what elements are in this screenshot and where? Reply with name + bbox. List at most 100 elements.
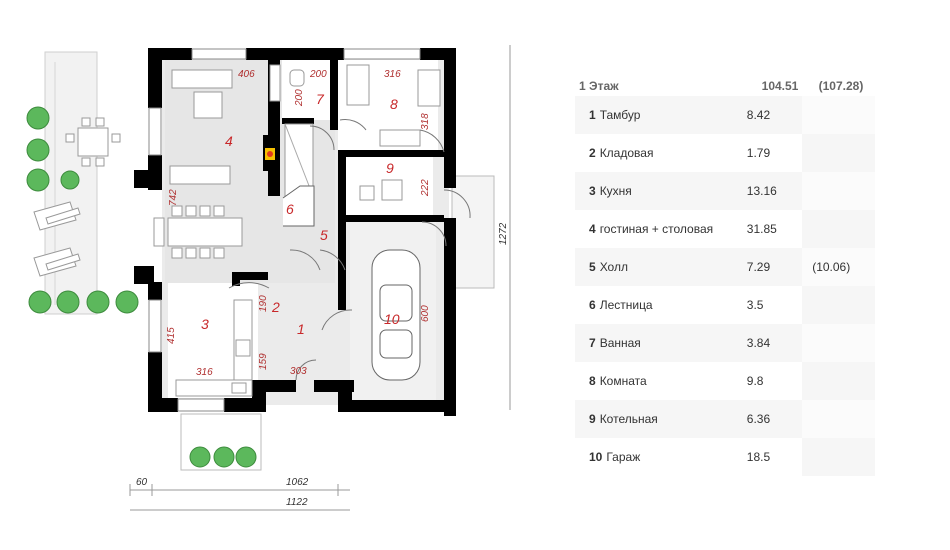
kitchen-units: [175, 299, 253, 397]
dim-406: 406: [238, 69, 255, 80]
room-num: 9: [589, 412, 596, 426]
room-area: 18.5: [736, 438, 803, 476]
bath-floor: [282, 60, 336, 120]
living-furniture: [153, 69, 243, 259]
room-num: 6: [589, 298, 596, 312]
room-number-9: 9: [386, 160, 394, 176]
shrubs: [26, 106, 257, 468]
floor-area: 104.51: [761, 79, 799, 93]
room-area: 9.8: [736, 362, 803, 400]
room-area: 13.16: [736, 172, 803, 210]
side-porch: [451, 175, 495, 289]
room-num: 2: [589, 146, 596, 160]
room-number-2: 2: [271, 299, 280, 315]
room-name: Гараж: [606, 450, 641, 464]
dim-316-kitchen: 316: [196, 367, 213, 378]
room-area-extra: [802, 96, 876, 134]
dimension-labels: 406 200 316 200 318 742 222 1272 190 415…: [136, 69, 509, 508]
doors: [228, 119, 471, 381]
sun-loungers: [33, 201, 81, 277]
front-patio: [180, 413, 262, 471]
room-number-6: 6: [286, 201, 294, 217]
room-area-extra: [802, 438, 876, 476]
dim-316-room: 316: [384, 69, 401, 80]
dim-318: 318: [420, 113, 431, 130]
room-area: 31.85: [736, 210, 803, 248]
flame-icon: [267, 151, 273, 157]
bathroom-shelf: [269, 64, 281, 102]
dim-1062: 1062: [286, 477, 309, 488]
room-area-extra: [802, 134, 876, 172]
water-heater: [359, 185, 375, 201]
room-area: 6.36: [736, 400, 803, 438]
room-name: Холл: [599, 260, 628, 274]
room-cabinet: [417, 69, 441, 107]
room-num: 4: [589, 222, 596, 236]
stair-flight: [282, 185, 315, 227]
room-number-8: 8: [390, 96, 398, 112]
room-area-extra: [802, 324, 876, 362]
room-area-extra: (10.06): [802, 248, 876, 286]
room-number-3: 3: [201, 316, 209, 332]
room-number-5: 5: [320, 227, 328, 243]
floor-plan: 406 200 316 200 318 742 222 1272 190 415…: [26, 45, 511, 511]
room-numbers: 4 7 8 9 6 5 2 3 1 10: [201, 91, 400, 337]
room-name: Кухня: [599, 184, 632, 198]
floor-number: 1: [579, 79, 586, 93]
room-name: Кладовая: [599, 146, 654, 160]
stair-diagonal: [284, 123, 314, 197]
dimension-lines: [129, 45, 511, 511]
room-area-extra: [802, 400, 876, 438]
room-area: 3.5: [736, 286, 803, 324]
dim-200-bath: 200: [309, 69, 327, 80]
windows: [148, 48, 421, 412]
room-area-extra: [802, 362, 876, 400]
dim-303: 303: [290, 366, 307, 377]
room-number-4: 4: [225, 133, 233, 149]
room-num: 10: [589, 450, 603, 464]
room-desk: [379, 129, 421, 147]
room-area-extra: [802, 286, 876, 324]
room-area-extra: [802, 210, 876, 248]
room-area: 8.42: [736, 96, 803, 134]
dim-742: 742: [168, 189, 179, 206]
room-sofa: [346, 64, 370, 106]
room-name: Комната: [599, 374, 647, 388]
room-num: 7: [589, 336, 596, 350]
dim-1122: 1122: [286, 497, 308, 508]
dim-190: 190: [258, 295, 269, 312]
room-area: 7.29: [736, 248, 803, 286]
room-name: Тамбур: [599, 108, 641, 122]
garden-table: [65, 117, 121, 167]
dim-222: 222: [420, 179, 431, 197]
room-number-7: 7: [316, 91, 325, 107]
car: [371, 249, 421, 381]
room-area: 3.84: [736, 324, 803, 362]
room-area: 1.79: [736, 134, 803, 172]
room-name: Лестница: [599, 298, 653, 312]
room-name: гостиная + столовая: [599, 222, 714, 236]
dim-415: 415: [166, 327, 177, 344]
room-name: Котельная: [599, 412, 658, 426]
room-name: Ванная: [599, 336, 641, 350]
room-area-extra: [802, 172, 876, 210]
floor-title: 1 Этаж: [575, 79, 749, 93]
dim-1272: 1272: [498, 222, 509, 245]
room-num: 5: [589, 260, 596, 274]
floor-label: Этаж: [589, 79, 619, 93]
floor-header: 1 Этаж 104.51 (107.28): [575, 76, 875, 96]
dim-60: 60: [136, 477, 148, 488]
dim-600: 600: [420, 305, 431, 322]
toilet: [289, 69, 305, 87]
boiler: [381, 179, 403, 201]
